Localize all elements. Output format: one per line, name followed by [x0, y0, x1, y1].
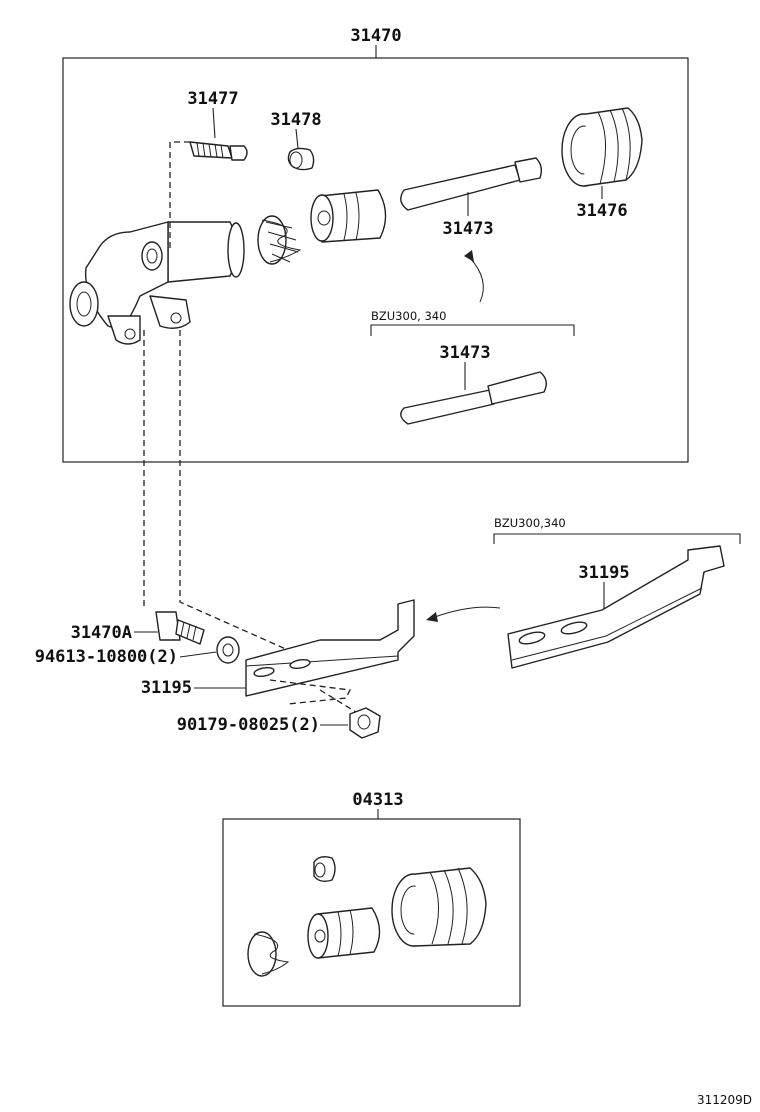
bracket-variant-arrow	[431, 606, 501, 619]
variant-rod-bracket	[370, 324, 575, 336]
variant-arrowhead	[464, 250, 474, 262]
label-bleeder-plug[interactable]: 31477	[187, 89, 238, 109]
kit-cap[interactable]	[313, 855, 336, 883]
label-push-rod[interactable]: 31473	[442, 219, 493, 239]
variant-bracket-line	[493, 533, 741, 544]
nut[interactable]	[349, 707, 381, 739]
figure-code: 311209D	[697, 1093, 752, 1107]
washer[interactable]	[216, 636, 240, 664]
label-boot[interactable]: 31476	[576, 201, 627, 221]
label-bracket[interactable]: 31195	[141, 678, 192, 698]
spring[interactable]	[257, 215, 302, 265]
label-stud[interactable]: 31470A	[71, 623, 132, 643]
leader-nut-2	[319, 689, 357, 713]
variant-rod-label[interactable]: BZU300, 340	[371, 309, 446, 323]
stud-bolt[interactable]	[155, 611, 205, 645]
leader-nut	[269, 679, 351, 705]
variant-bracket[interactable]	[507, 545, 725, 669]
assembly-number[interactable]: 31470	[350, 26, 401, 46]
variant-bracket-label[interactable]: BZU300,340	[494, 516, 566, 530]
label-nut[interactable]: 90179-08025(2)	[177, 715, 320, 735]
repair-kit-box	[222, 818, 521, 1007]
piston[interactable]	[310, 189, 387, 243]
repair-kit-number[interactable]: 04313	[352, 790, 403, 810]
assembly-box	[62, 57, 689, 463]
bleeder-cap[interactable]	[287, 147, 315, 171]
label-washer[interactable]: 94613-10800(2)	[35, 647, 178, 667]
bleeder-plug[interactable]	[189, 141, 248, 161]
leader-bleeder	[169, 141, 190, 250]
boot[interactable]	[561, 107, 643, 187]
label-variant-push-rod[interactable]: 31473	[439, 343, 490, 363]
bracket-variant-arrowhead	[426, 612, 438, 622]
label-variant-bracket[interactable]: 31195	[578, 563, 629, 583]
cylinder-body[interactable]	[69, 221, 245, 345]
variant-push-rod[interactable]	[400, 371, 547, 425]
push-rod[interactable]	[400, 157, 543, 211]
variant-arrow	[469, 257, 484, 303]
kit-boot[interactable]	[391, 867, 487, 947]
leader-bracket	[179, 330, 289, 651]
kit-piston[interactable]	[307, 907, 381, 959]
kit-spring[interactable]	[247, 931, 290, 977]
label-cap[interactable]: 31478	[270, 110, 321, 130]
bracket[interactable]	[245, 599, 415, 697]
